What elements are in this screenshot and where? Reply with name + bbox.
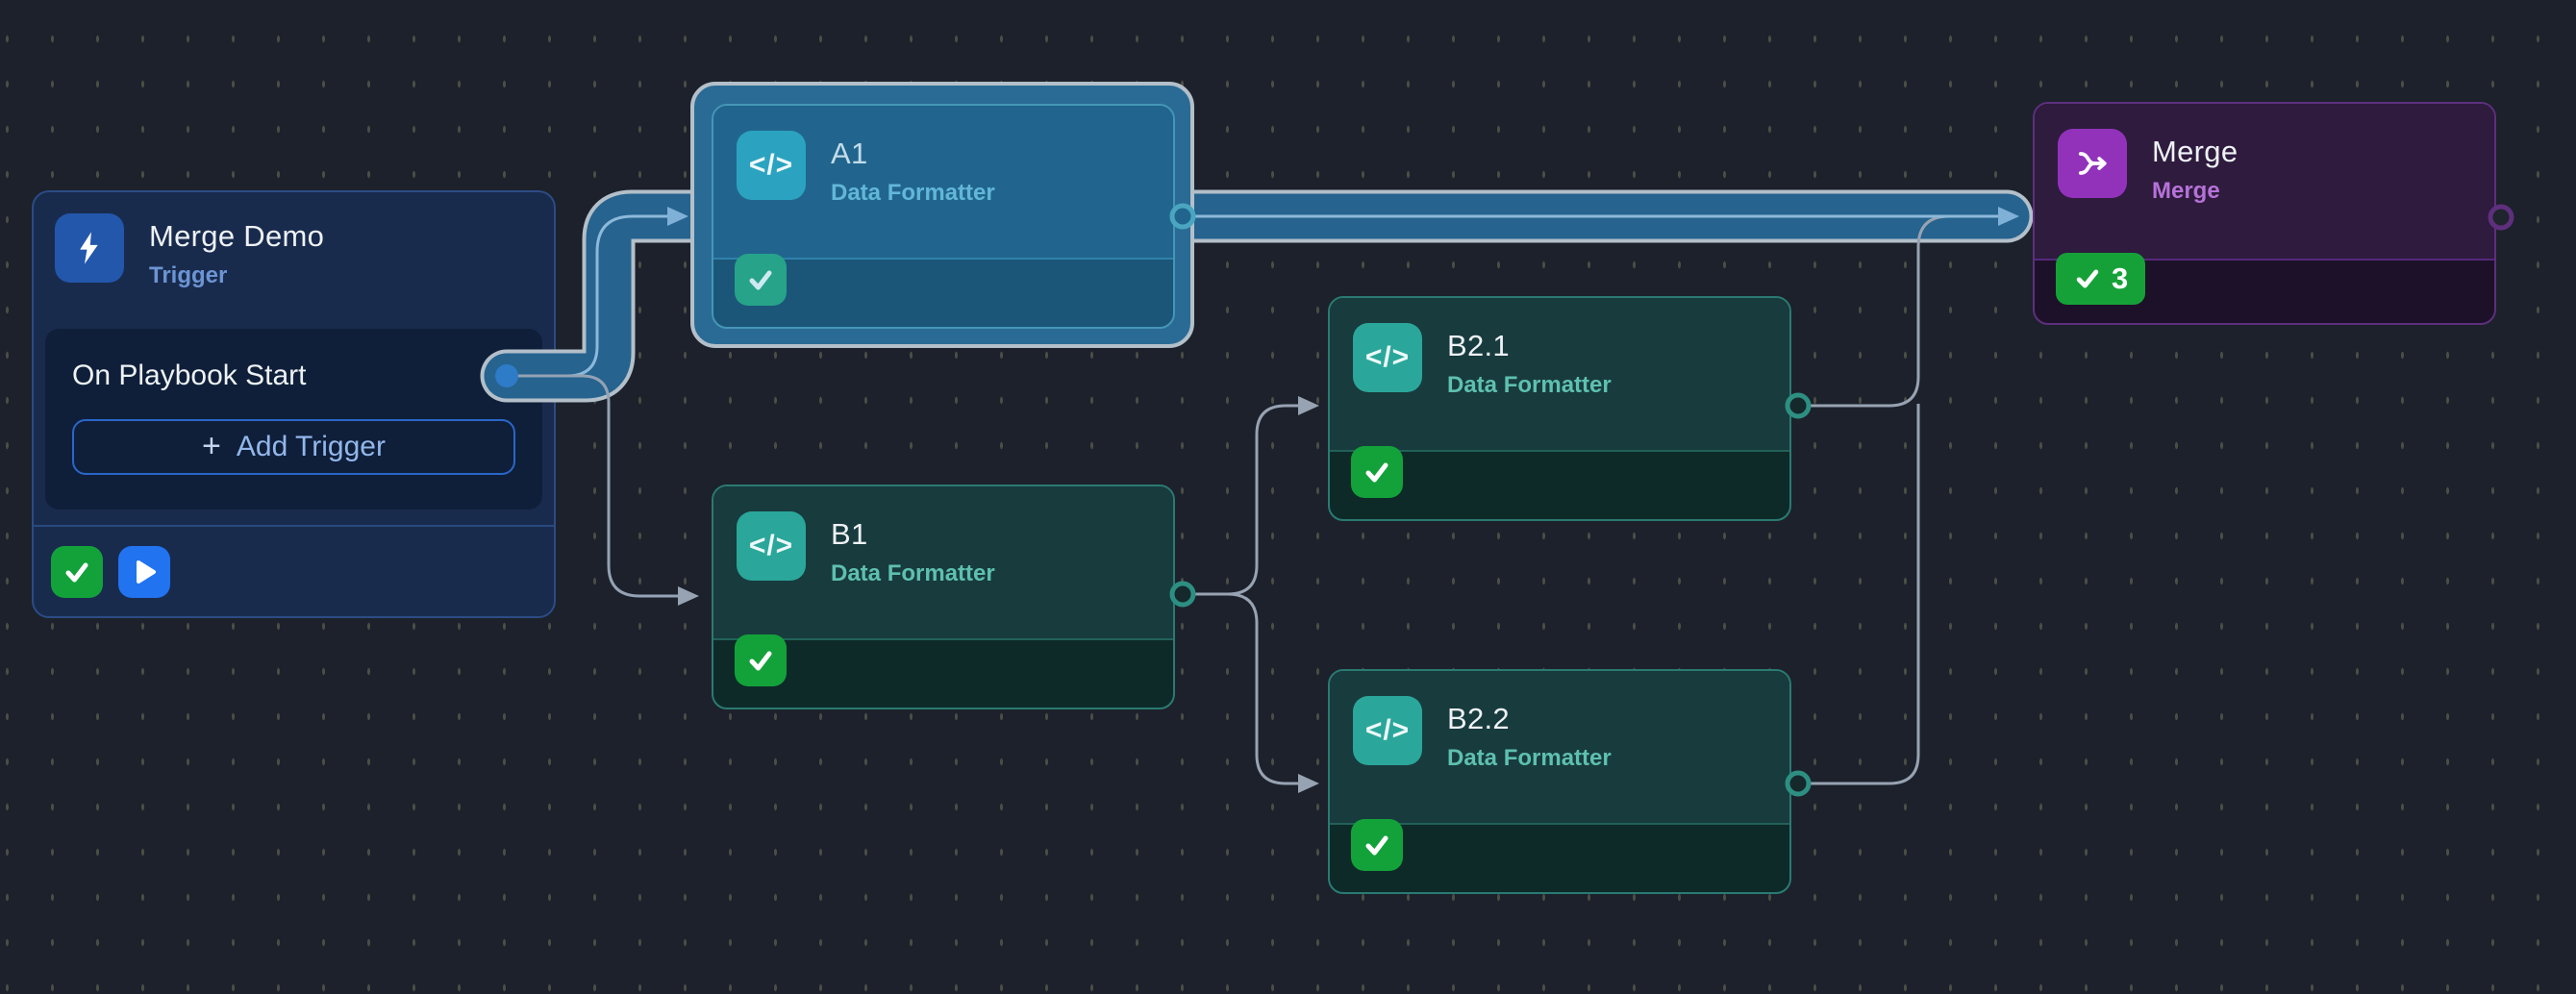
node-type-label: Data Formatter [1447, 745, 1612, 771]
node-type-label: Data Formatter [1447, 372, 1612, 398]
check-icon [1365, 462, 1388, 483]
node-b2-2[interactable]: </> B2.2 Data Formatter [1328, 669, 1791, 894]
check-icon [2076, 269, 2099, 287]
node-type-label: Data Formatter [831, 180, 995, 206]
success-status-button[interactable] [1351, 446, 1403, 498]
node-merge[interactable]: Merge Merge 3 [2033, 102, 2496, 325]
success-status-button[interactable] [1351, 819, 1403, 871]
success-count-badge[interactable]: 3 [2056, 252, 2146, 305]
code-icon: </> [737, 131, 806, 200]
success-status-button[interactable] [51, 545, 103, 598]
node-type-label: Trigger [149, 262, 228, 288]
check-icon [1365, 835, 1388, 856]
check-icon [65, 562, 88, 582]
node-title: Merge Demo [149, 219, 325, 253]
success-count: 3 [2112, 261, 2129, 295]
node-type-label: Data Formatter [831, 560, 995, 586]
node-title: B1 [831, 517, 868, 551]
plus-icon: + [202, 427, 221, 464]
node-trigger[interactable]: Merge Demo Trigger On Playbook Start + A… [32, 190, 556, 618]
code-icon: </> [1353, 696, 1422, 765]
add-trigger-button[interactable]: + Add Trigger [72, 419, 515, 475]
code-icon: </> [737, 511, 806, 581]
trigger-status-bar [34, 525, 554, 616]
success-status-button[interactable] [735, 254, 787, 306]
lightning-bolt-icon [55, 213, 124, 283]
trigger-list-card: On Playbook Start + Add Trigger [45, 329, 542, 509]
check-icon [749, 651, 772, 671]
add-trigger-label: Add Trigger [236, 431, 386, 462]
node-a1[interactable]: </> A1 Data Formatter [712, 104, 1175, 329]
trigger-row-label: On Playbook Start [72, 360, 307, 391]
success-status-button[interactable] [735, 634, 787, 686]
node-b2-1[interactable]: </> B2.1 Data Formatter [1328, 296, 1791, 521]
run-playbook-button[interactable] [118, 545, 170, 598]
node-title: A1 [831, 137, 868, 170]
code-icon: </> [1353, 323, 1422, 392]
node-title: B2.2 [1447, 702, 1510, 735]
node-b1[interactable]: </> B1 Data Formatter [712, 485, 1175, 709]
merge-icon [2058, 129, 2127, 198]
play-icon [137, 559, 156, 584]
node-title: Merge [2152, 135, 2238, 168]
node-title: B2.1 [1447, 329, 1510, 362]
node-type-label: Merge [2152, 178, 2220, 204]
check-icon [749, 270, 772, 290]
